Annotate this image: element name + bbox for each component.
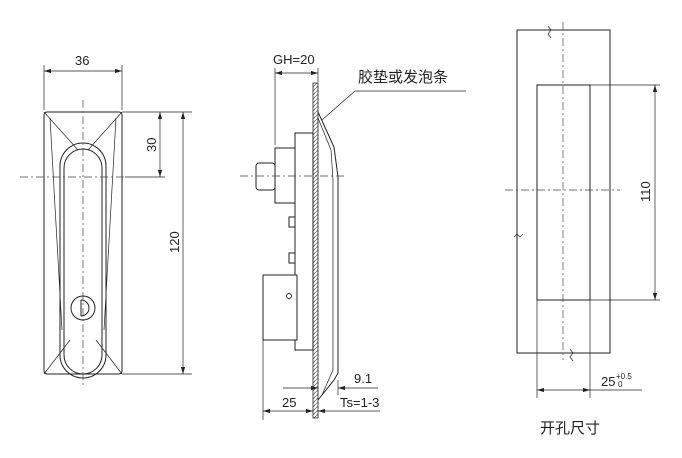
front-width-dim: 36: [75, 53, 89, 68]
cutout-height-dim: 110: [638, 181, 653, 202]
gh-dim: GH=20: [273, 52, 315, 67]
tol-upper: +0.5: [616, 372, 632, 381]
front-view: 36 30 120: [20, 53, 192, 388]
front-height-dim: 120: [167, 231, 182, 253]
cutout-view: 110 25 +0.5 0 开孔尺寸: [505, 22, 660, 437]
ts-dim: Ts=1-3: [340, 395, 379, 410]
tol-lower: 0: [618, 380, 623, 389]
cutout-title: 开孔尺寸: [540, 420, 600, 437]
cutout-width-dim: 25: [601, 374, 615, 389]
gasket-label: 胶垫或发泡条: [358, 69, 448, 86]
handle-dim: 9.1: [354, 371, 372, 386]
side-view: GH=20 胶垫或发泡条 9.1 25 Ts=1-3: [240, 52, 466, 420]
depth-dim: 25: [282, 395, 296, 410]
front-center-dim: 30: [144, 138, 159, 152]
